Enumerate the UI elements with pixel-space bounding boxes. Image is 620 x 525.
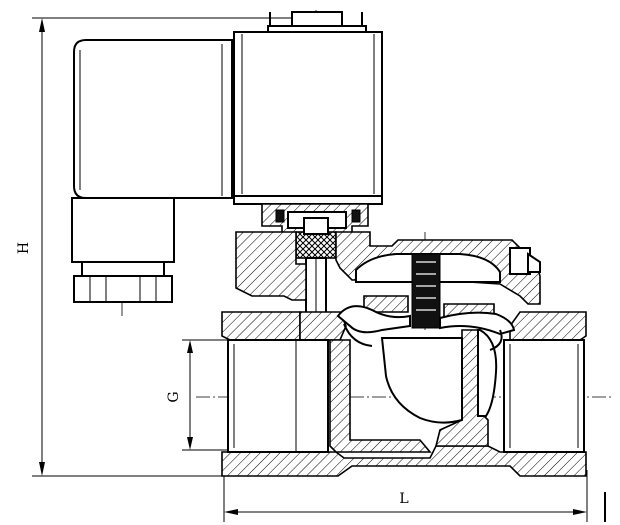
valve-body (221, 311, 587, 477)
outlet-port (503, 339, 585, 453)
diaphragm-membrane-left (336, 305, 411, 334)
cable-gland-nut (73, 275, 173, 303)
h-arrow-bottom (39, 462, 45, 476)
bonnet-left-section (235, 231, 307, 301)
g-label: G (166, 391, 182, 402)
connector-housing (73, 39, 233, 199)
l-arrow-left (224, 509, 238, 515)
main-spring-plunger (411, 253, 441, 329)
h-label: H (16, 242, 32, 254)
outlet-passage (477, 329, 498, 417)
diaphragm (336, 295, 516, 351)
flow-passage (380, 337, 463, 424)
diaphragm-membrane-right (439, 311, 516, 336)
inlet-port (227, 339, 329, 453)
plunger-head (303, 217, 329, 235)
body-partition-left (329, 339, 432, 453)
connector-lower-body (71, 197, 175, 263)
coil-bottom-plate (233, 195, 383, 205)
g-arrow-bottom (187, 437, 193, 450)
dimension-h: H (16, 17, 298, 477)
solenoid-coil (233, 11, 383, 205)
dimension-g: G (166, 339, 232, 451)
valve-bonnet (235, 231, 541, 329)
dimension-l: L (223, 470, 588, 522)
g-arrow-top (187, 340, 193, 353)
h-arrow-top (39, 18, 45, 32)
body-bottom-wall (221, 445, 587, 477)
body-top-center-wall (299, 311, 347, 341)
connector-neck (81, 261, 165, 277)
l-arrow-right (573, 509, 587, 515)
connector-plug (71, 39, 233, 303)
armature-assembly (261, 203, 369, 323)
body-top-left-wall (221, 311, 301, 341)
l-label: L (399, 491, 408, 507)
coil-housing (233, 31, 383, 197)
body-top-right-wall (509, 311, 587, 341)
plunger-seal (295, 231, 337, 259)
